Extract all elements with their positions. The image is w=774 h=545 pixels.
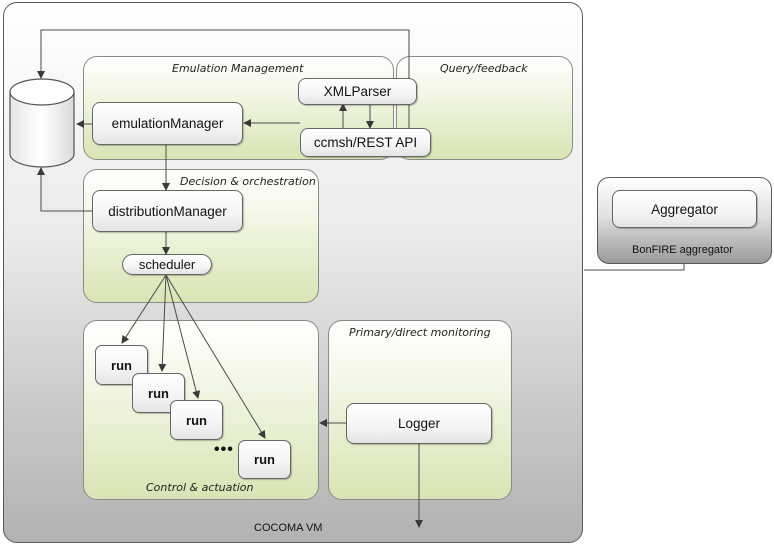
primary-monitoring-title: Primary/direct monitoring: [349, 326, 491, 339]
database-icon: [9, 78, 75, 168]
emulation-management-title: Emulation Management: [172, 62, 304, 75]
run-node-4: run: [238, 440, 291, 479]
scheduler-node: scheduler: [122, 254, 212, 275]
ellipsis-more-runs: •••: [214, 441, 234, 458]
run-node-3: run: [170, 400, 223, 440]
logger-node: Logger: [346, 403, 492, 444]
decision-orchestration-title: Decision & orchestration: [180, 175, 316, 188]
distribution-manager-node: distributionManager: [92, 190, 243, 232]
emulation-manager-node: emulationManager: [92, 102, 243, 145]
bonfire-aggregator-caption: BonFIRE aggregator: [632, 244, 733, 256]
query-feedback-title: Query/feedback: [440, 62, 528, 75]
control-actuation-title: Control & actuation: [146, 481, 254, 494]
aggregator-node: Aggregator: [612, 190, 757, 228]
run-node-1: run: [95, 345, 148, 385]
ccmsh-rest-api-node: ccmsh/REST API: [300, 128, 431, 157]
cocoma-vm-caption: COCOMA VM: [254, 522, 323, 534]
xml-parser-node: XMLParser: [298, 78, 417, 105]
